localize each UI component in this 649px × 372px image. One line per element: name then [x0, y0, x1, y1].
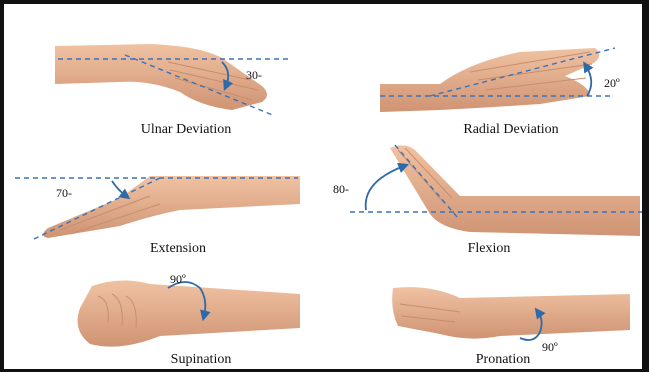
- radial-deviation-hand: [380, 48, 599, 112]
- flexion-caption: Flexion: [468, 241, 511, 257]
- extension-caption: Extension: [150, 241, 206, 257]
- extension-angle-label: 70-: [56, 186, 72, 201]
- supination-angle-label: 90º: [170, 272, 186, 287]
- pronation-hand: [392, 287, 630, 338]
- radial-deviation-caption: Radial Deviation: [463, 122, 558, 138]
- supination-hand: [78, 280, 300, 346]
- pronation-angle-label: 90º: [542, 340, 558, 355]
- ulnar-deviation-caption: Ulnar Deviation: [141, 122, 232, 138]
- supination-caption: Supination: [171, 352, 232, 368]
- flexion-angle-label: 80-: [333, 182, 349, 197]
- flexion-hand: [390, 145, 640, 236]
- pronation-caption: Pronation: [476, 352, 530, 368]
- extension-angle-arrow: [112, 181, 126, 196]
- ulnar-angle-label: 30-: [246, 68, 262, 83]
- radial-angle-label: 20º: [604, 76, 620, 91]
- extension-hand: [43, 176, 300, 238]
- flexion-angle-arrow: [366, 166, 404, 210]
